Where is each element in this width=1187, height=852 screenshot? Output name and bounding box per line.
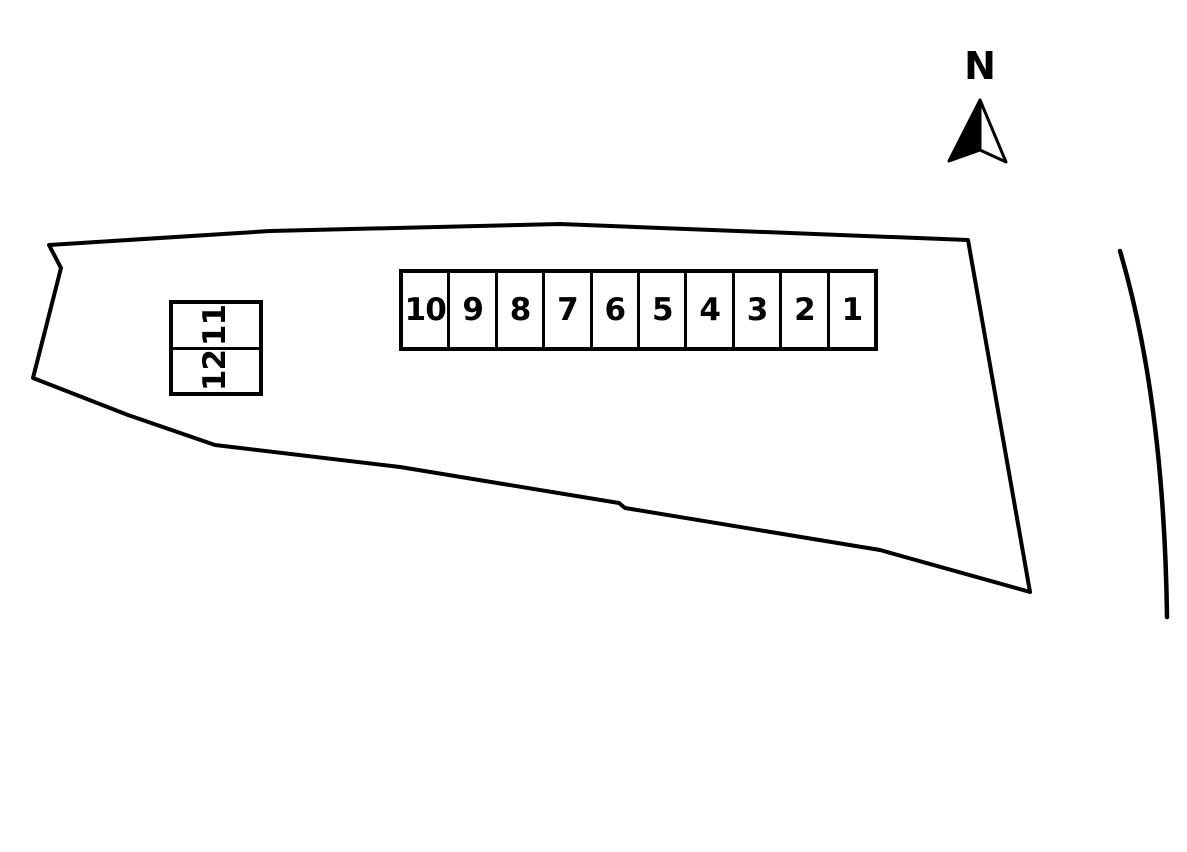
parking-space-4: 4: [684, 273, 731, 347]
parking-space-8: 8: [494, 273, 542, 347]
parking-space-label: 4: [699, 291, 721, 328]
parking-space-label: 3: [746, 291, 769, 328]
parking-space-label: 7: [557, 291, 579, 328]
parking-space-label: 12: [197, 350, 234, 392]
parking-space-2: 2: [779, 273, 826, 347]
north-label: N: [964, 44, 996, 88]
road-curve: [1117, 248, 1170, 620]
parking-space-label: 10: [404, 291, 447, 328]
parking-space-label: 9: [462, 291, 484, 328]
parking-space-5: 5: [637, 273, 684, 347]
parking-space-3: 3: [731, 273, 779, 347]
parking-space-label: 6: [604, 291, 627, 328]
parking-space-12: 12: [173, 346, 259, 393]
parking-space-10: 10: [403, 273, 447, 347]
parking-space-label: 11: [197, 304, 234, 346]
north-arrow-icon: [947, 98, 1008, 164]
parking-space-11: 11: [173, 304, 259, 347]
parking-space-label: 1: [841, 291, 864, 328]
site-boundary-outline: [31, 222, 1032, 594]
parking-space-label: 5: [651, 291, 674, 328]
parking-space-label: 8: [509, 291, 532, 328]
parking-row: 10 9 8 7 6 5 4 3 2 1: [399, 269, 878, 351]
parking-space-1: 1: [826, 273, 874, 347]
parking-space-9: 9: [447, 273, 494, 347]
parking-space-label: 2: [794, 291, 816, 328]
side-parking-block: 11 12: [169, 300, 263, 396]
parking-space-7: 7: [542, 273, 589, 347]
parking-space-6: 6: [589, 273, 637, 347]
